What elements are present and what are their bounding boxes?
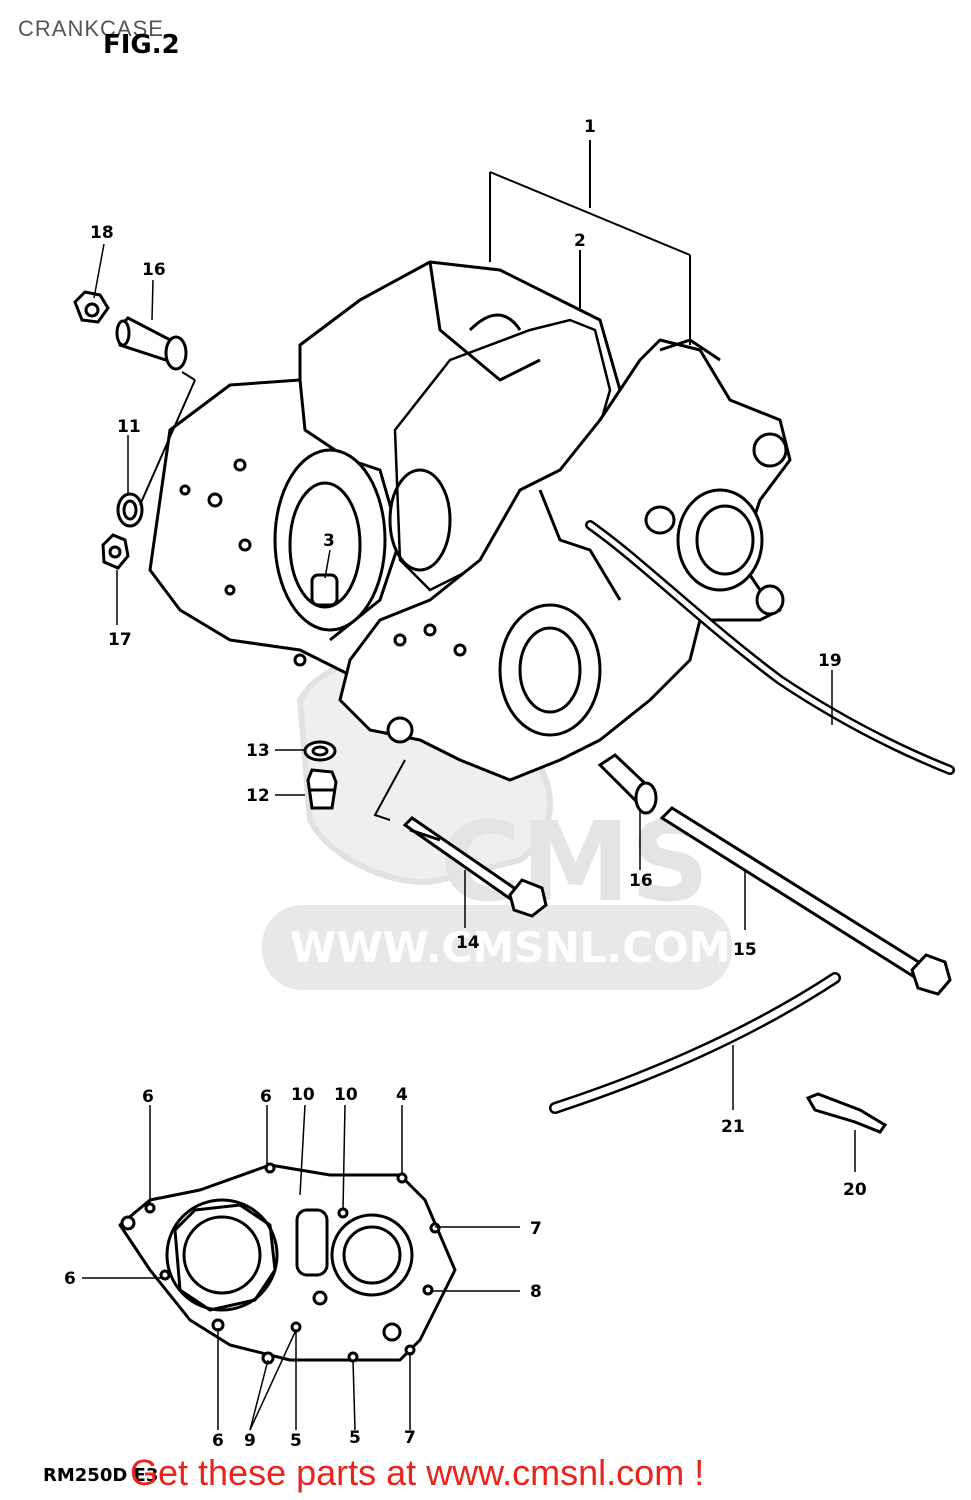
page-title: CRANKCASE (18, 16, 164, 41)
callout-17: 17 (108, 630, 132, 650)
bushing-16-lower (597, 753, 658, 815)
crankcase-side-view (118, 1162, 457, 1365)
callout-16-upper: 16 (142, 260, 166, 280)
callout-11: 11 (117, 417, 141, 437)
bolt-14 (402, 816, 548, 918)
callout-13: 13 (246, 741, 270, 761)
drain-plug-12 (306, 768, 338, 810)
dashed-guide-14 (373, 759, 406, 821)
callout-7-right: 7 (530, 1219, 542, 1239)
callout-10-right: 10 (334, 1085, 358, 1105)
model-code: RM250D E3 (43, 1465, 159, 1486)
callout-20: 20 (843, 1180, 867, 1200)
bushing-16-upper (115, 316, 188, 371)
callout-5-left: 5 (290, 1431, 302, 1451)
callout-6-top: 6 (260, 1087, 272, 1107)
watermark-url: WWW.CMSNL.COM (290, 923, 731, 972)
gasket-13 (303, 740, 337, 762)
callout-6-top-left: 6 (142, 1087, 154, 1107)
callout-6-left: 6 (64, 1269, 76, 1289)
callout-9: 9 (244, 1431, 256, 1451)
cta-link[interactable]: Get these parts at www.cmsnl.com ! (130, 1452, 705, 1493)
callout-18: 18 (90, 223, 114, 243)
crankcase-right-half (338, 338, 792, 782)
callout-3: 3 (323, 531, 335, 551)
callout-21: 21 (721, 1117, 745, 1137)
callout-7-bottom: 7 (404, 1428, 416, 1448)
figure-label: FIG.2 (103, 30, 180, 60)
callout-4: 4 (396, 1085, 408, 1105)
callout-8: 8 (530, 1282, 542, 1302)
callout-2: 2 (574, 231, 586, 251)
callout-5-right: 5 (349, 1428, 361, 1448)
nut-17 (101, 533, 130, 570)
callout-labels: 1 2 18 16 11 3 17 19 13 12 16 14 15 21 2… (64, 117, 867, 1451)
callout-10-left: 10 (291, 1085, 315, 1105)
dashed-guide-16-11 (139, 371, 196, 506)
callout-1: 1 (584, 117, 596, 137)
watermark-banner (262, 905, 732, 990)
nut-18 (73, 290, 110, 324)
bolt-15 (659, 806, 952, 996)
callout-16-lower: 16 (629, 871, 653, 891)
clamp-20 (805, 1092, 888, 1134)
callout-15: 15 (733, 940, 757, 960)
callout-14: 14 (456, 933, 480, 953)
hose-21 (549, 972, 841, 1114)
leader-lines (82, 243, 856, 1431)
callout-6-bottom: 6 (212, 1431, 224, 1451)
washer-11 (116, 492, 144, 528)
callout-19: 19 (818, 651, 842, 671)
callout-12: 12 (246, 786, 270, 806)
